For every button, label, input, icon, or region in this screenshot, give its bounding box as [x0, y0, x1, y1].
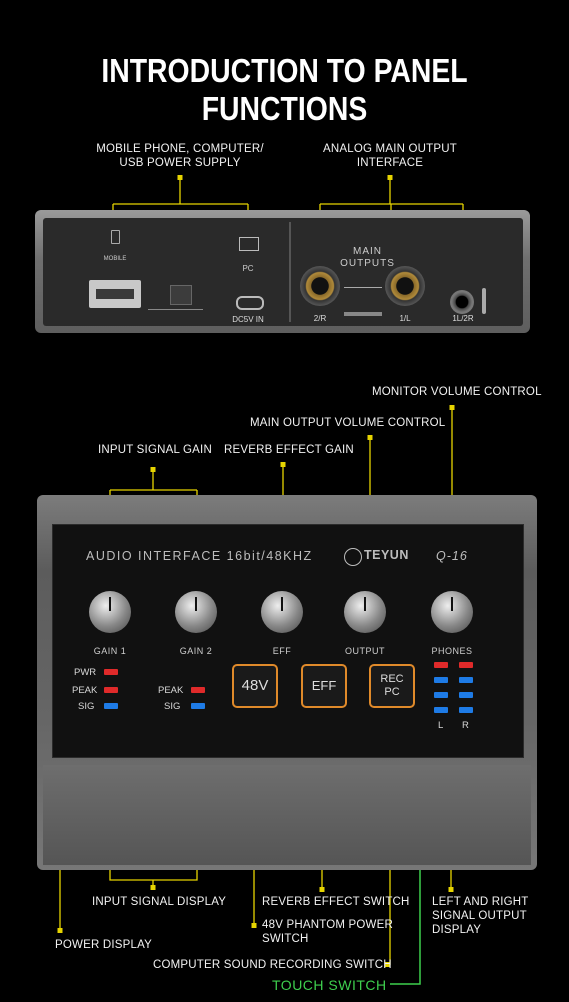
dc5v-label: DC5V IN [232, 315, 264, 324]
callout-input-signal-display: INPUT SIGNAL DISPLAY [92, 896, 227, 908]
usb-c-port[interactable] [236, 296, 264, 310]
callout-analog-output: ANALOG MAIN OUTPUT INTERFACE [323, 143, 457, 169]
page-title: INTRODUCTION TO PANEL FUNCTIONS [101, 52, 468, 127]
effect-switch[interactable]: EFF [301, 664, 347, 708]
r-led-2 [459, 677, 473, 683]
r-led-4 [459, 707, 473, 713]
brand-name: TEYUN [364, 548, 409, 562]
r-label: R [462, 720, 469, 731]
usb-port[interactable] [89, 280, 141, 308]
ts-plug-icon [344, 312, 382, 316]
l-label: L [438, 720, 444, 731]
peak2-led [191, 687, 205, 693]
out-2r-label: 2/R [313, 314, 327, 323]
back-panel-face [43, 218, 523, 326]
output-knob[interactable] [340, 587, 390, 637]
gain2-label: GAIN 2 [179, 646, 213, 656]
callout-touch-switch: TOUCH SWITCH [272, 977, 387, 993]
pwr-led [104, 669, 118, 675]
gain1-label: GAIN 1 [93, 646, 127, 656]
callout-recording-switch: COMPUTER SOUND RECORDING SWITCH [153, 959, 392, 971]
pc-label: PC [242, 264, 254, 273]
phantom-48v-switch[interactable]: 48V [232, 664, 278, 708]
r-led-1 [459, 662, 473, 668]
r-led-3 [459, 692, 473, 698]
sig2-led [191, 703, 205, 709]
sig2-label: SIG [164, 701, 181, 712]
l-led-1 [434, 662, 448, 668]
out-1l2r-label: 1L/2R [452, 314, 474, 323]
output-2r-jack[interactable] [300, 266, 340, 306]
main-outputs-label: MAIN OUTPUTS [340, 246, 395, 269]
phones-label: PHONES [431, 646, 473, 656]
gain2-knob[interactable] [171, 587, 221, 637]
model-line-text: AUDIO INTERFACE 16bit/48KHZ [86, 549, 313, 563]
callout-main-output-volume: MAIN OUTPUT VOLUME CONTROL [250, 417, 446, 429]
gain1-knob[interactable] [85, 587, 135, 637]
brand-logo-icon [344, 548, 362, 566]
out-1l-label: 1/L [399, 314, 411, 323]
back-divider [289, 222, 291, 322]
rec-pc-switch[interactable]: REC PC [369, 664, 415, 708]
peak1-label: PEAK [72, 685, 98, 696]
peak2-label: PEAK [158, 685, 184, 696]
sig1-label: SIG [78, 701, 95, 712]
callout-phantom-switch: 48V PHANTOM POWER SWITCH [262, 919, 393, 945]
peak1-led [104, 687, 118, 693]
headphone-jack[interactable] [450, 290, 474, 314]
callout-usb-power: MOBILE PHONE, COMPUTER/ USB POWER SUPPLY [96, 143, 264, 169]
mobile-label: MOBILE [103, 256, 127, 262]
front-panel-face [52, 524, 524, 758]
mobile-icon [111, 230, 120, 244]
output-label: OUTPUT [345, 646, 385, 656]
pwr-label: PWR [74, 667, 97, 678]
callout-monitor-volume: MONITOR VOLUME CONTROL [372, 386, 542, 398]
callout-power-display: POWER DISPLAY [55, 939, 152, 951]
output-1l-jack[interactable] [385, 266, 425, 306]
output-link-line [344, 287, 382, 288]
l-led-2 [434, 677, 448, 683]
phones-knob[interactable] [427, 587, 477, 637]
eff-knob[interactable] [257, 587, 307, 637]
sig1-led [104, 703, 118, 709]
eff-label: EFF [272, 646, 292, 656]
power-switch[interactable] [148, 285, 203, 310]
front-panel-lower [43, 765, 531, 865]
pc-icon [239, 237, 259, 251]
model-name: Q-16 [436, 549, 468, 563]
l-led-3 [434, 692, 448, 698]
callout-reverb-switch: REVERB EFFECT SWITCH [262, 896, 410, 908]
callout-lr-display: LEFT AND RIGHT SIGNAL OUTPUT DISPLAY [432, 896, 529, 936]
callout-input-signal-gain: INPUT SIGNAL GAIN [98, 444, 212, 456]
l-led-4 [434, 707, 448, 713]
callout-reverb-gain: REVERB EFFECT GAIN [224, 444, 354, 456]
trs-plug-icon [482, 288, 486, 314]
